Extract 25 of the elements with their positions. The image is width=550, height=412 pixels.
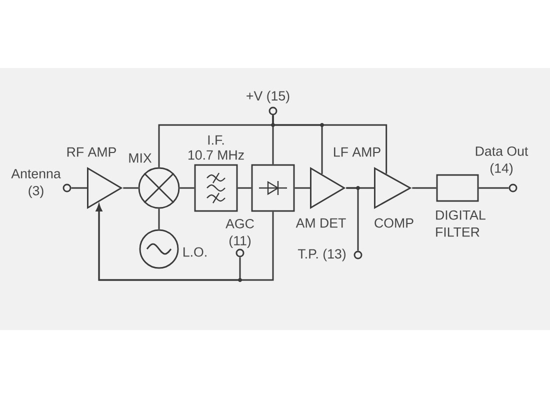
block-label: AM DET [296, 218, 346, 228]
block-label: COMP [374, 218, 414, 228]
block-label: DIGITAL FILTER [436, 210, 486, 237]
wire [272, 115, 388, 174]
block-label: MIX [129, 153, 152, 163]
block-label: 10.7 MHz [188, 150, 244, 160]
pin-label: AGC (11) [226, 218, 254, 248]
wire [346, 187, 359, 251]
wire [238, 187, 252, 189]
wire [158, 208, 160, 230]
pin-label: T.P. (13) [298, 248, 346, 262]
wire [180, 187, 194, 189]
wire [123, 187, 138, 189]
arrow [96, 204, 241, 281]
block-label: L.O. [184, 247, 206, 257]
block-label: LF AMP [334, 147, 380, 157]
pin-label: +V (15) [246, 90, 290, 104]
wire [478, 187, 509, 189]
wire [294, 187, 310, 189]
wire [71, 187, 87, 189]
block-label: RF AMP [67, 147, 116, 157]
wire [412, 187, 436, 189]
pin-label: Antenna (3) [11, 169, 61, 198]
pin-label: Data Out (14) [476, 146, 528, 176]
block-label: I.F. [208, 135, 224, 145]
